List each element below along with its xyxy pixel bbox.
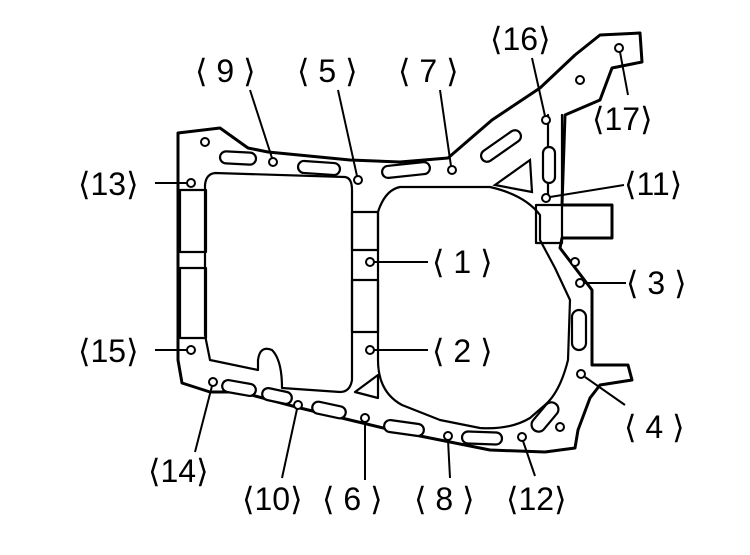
- slot: [311, 400, 347, 420]
- slot: [218, 150, 258, 166]
- leader-17: [619, 51, 629, 96]
- bolt-hole-16: [541, 115, 551, 125]
- slot: [380, 161, 432, 179]
- slot: [296, 159, 342, 177]
- bolt-hole-14: [208, 377, 218, 387]
- leader-11: [549, 184, 625, 198]
- leader-12: [522, 440, 536, 477]
- hole: [570, 257, 580, 267]
- label-1: ⟨ 1 ⟩: [432, 244, 493, 280]
- slot: [221, 378, 257, 398]
- bolt-hole-3: [575, 278, 585, 288]
- bolt-hole-13: [186, 178, 196, 188]
- center-tab: [353, 373, 380, 400]
- label-14: ⟨14⟩: [148, 453, 209, 489]
- bolt-hole-12: [517, 432, 527, 442]
- label-12: ⟨12⟩: [506, 481, 567, 517]
- right-opening: [376, 185, 572, 430]
- bolt-hole-5: [353, 175, 363, 185]
- hole: [575, 75, 585, 85]
- left-opening: [203, 171, 354, 394]
- left-block-middle: [178, 266, 208, 340]
- triangle-cutout: [492, 157, 534, 194]
- bolt-hole-1: [365, 257, 375, 267]
- label-5: ⟨ 5 ⟩: [297, 53, 358, 89]
- bolt-hole-17: [614, 43, 624, 53]
- leader-16: [531, 57, 546, 117]
- slot: [460, 430, 504, 446]
- center-web-lower: [350, 278, 380, 334]
- label-6: ⟨ 6 ⟩: [322, 481, 383, 517]
- label-10: ⟨10⟩: [242, 481, 303, 517]
- leader-10: [281, 408, 298, 479]
- bolt-hole-4: [576, 369, 586, 379]
- bolt-hole-15: [186, 345, 196, 355]
- label-9: ⟨ 9 ⟩: [195, 53, 256, 89]
- right-bracket-boss: [534, 203, 564, 245]
- center-web-upper: [350, 210, 380, 252]
- slot: [383, 418, 425, 438]
- label-2: ⟨ 2 ⟩: [432, 333, 493, 369]
- bolt-hole-11: [541, 193, 551, 203]
- hole: [200, 137, 210, 147]
- slot: [570, 308, 588, 352]
- label-8: ⟨ 8 ⟩: [414, 481, 475, 517]
- leader-7: [439, 89, 452, 167]
- left-block-upper: [178, 188, 208, 254]
- slot: [479, 129, 523, 163]
- leader-4: [584, 376, 626, 406]
- bolt-hole-2: [365, 345, 375, 355]
- slot: [530, 401, 560, 433]
- bolt-hole-8: [443, 431, 453, 441]
- bolt-hole-9: [268, 157, 278, 167]
- slot: [261, 387, 293, 405]
- label-16: ⟨16⟩: [490, 21, 551, 57]
- hole: [555, 422, 565, 432]
- leader-8: [447, 439, 451, 479]
- slot: [541, 145, 557, 185]
- bolt-hole-10: [293, 400, 303, 410]
- label-17: ⟨17⟩: [592, 101, 653, 137]
- label-3: ⟨ 3 ⟩: [626, 265, 687, 301]
- leader-9: [249, 89, 273, 159]
- leader-14: [194, 385, 213, 453]
- label-7: ⟨ 7 ⟩: [398, 53, 459, 89]
- label-13: ⟨13⟩: [78, 166, 139, 202]
- label-4: ⟨ 4 ⟩: [624, 409, 685, 445]
- bolt-hole-6: [360, 413, 370, 423]
- leader-5: [337, 89, 358, 177]
- bolt-hole-7: [447, 165, 457, 175]
- label-15: ⟨15⟩: [78, 333, 139, 369]
- label-11: ⟨11⟩: [624, 166, 682, 202]
